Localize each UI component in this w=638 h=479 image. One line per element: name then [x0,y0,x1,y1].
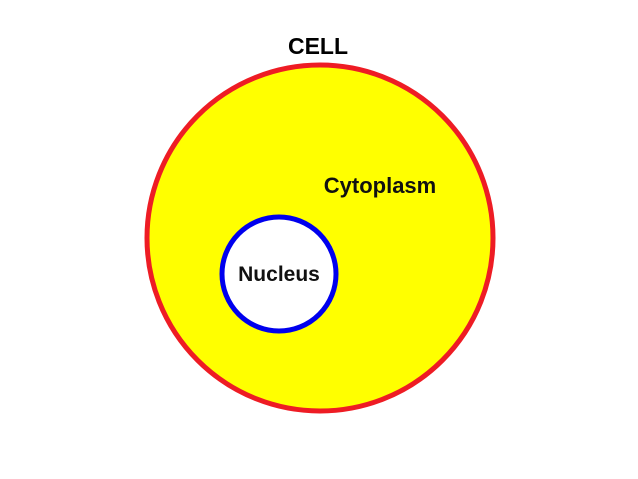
cytoplasm-label: Cytoplasm [324,173,436,198]
diagram-title: CELL [288,33,348,59]
nucleus-label: Nucleus [238,263,320,286]
nucleus [219,214,339,334]
